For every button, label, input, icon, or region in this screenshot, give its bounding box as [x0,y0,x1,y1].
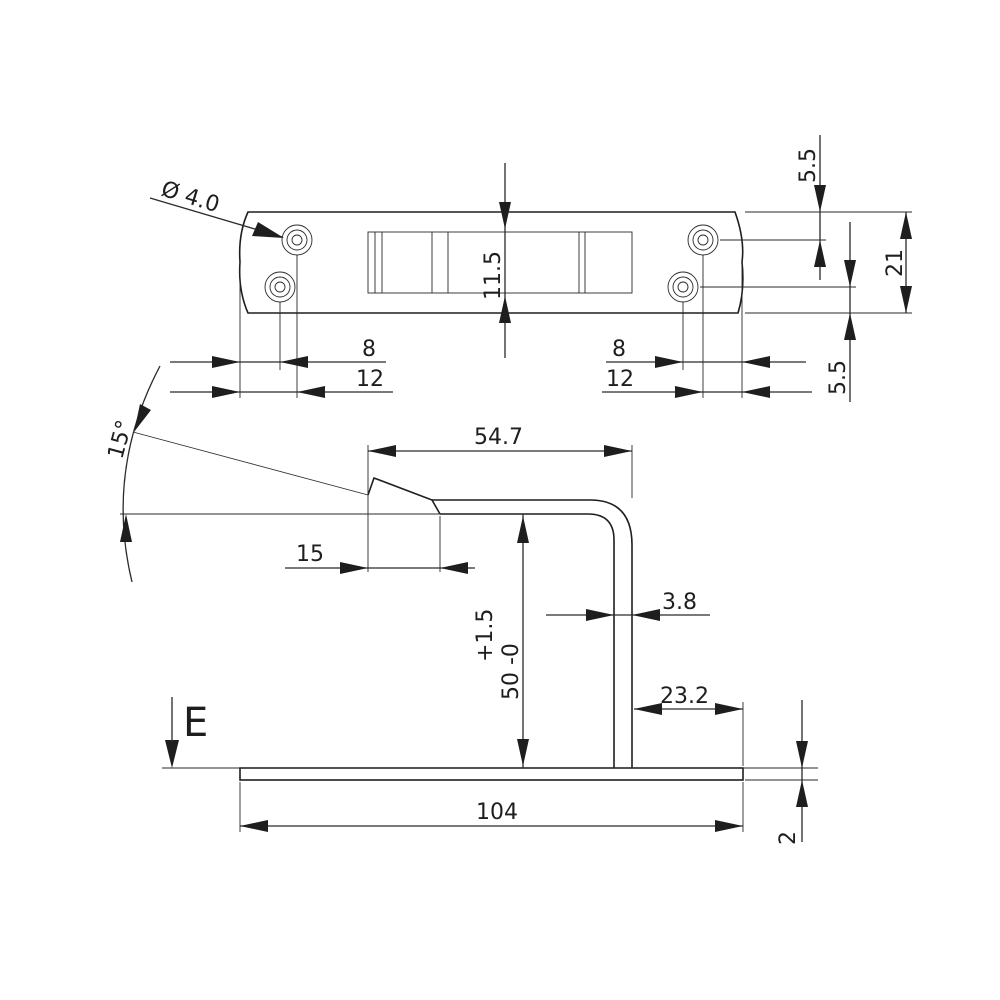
plate-outline [238,211,744,314]
hook-length-label: 54.7 [474,425,523,450]
base-plate [239,767,744,781]
top-view [149,135,912,402]
section-label: E [183,700,208,746]
plate-width-label: 21 [883,249,908,277]
hole-top-left [281,224,313,256]
height-tolerance-upper-label: +1.5 [473,609,498,662]
hole-top-right [687,224,719,256]
side-view [120,365,818,842]
leg-offset-label: 23.2 [660,684,709,709]
left-hole-x1-label: 8 [362,337,376,362]
right-hole-x1-label: 8 [612,337,626,362]
hole-offset-bottom-label: 5.5 [826,360,851,395]
base-thickness-label: 2 [776,831,801,845]
left-hole-x2-label: 12 [356,367,384,392]
slot-height-label: 11.5 [481,251,506,300]
bracket-tip [367,476,441,515]
right-hole-x2-label: 12 [606,367,634,392]
material-thickness-label: 3.8 [662,590,697,615]
hole-offset-top-label: 5.5 [796,148,821,183]
tip-length-label: 15 [296,542,324,567]
hole-bottom-left [264,271,296,303]
hole-bottom-right [667,271,699,303]
slot-outline [367,231,633,294]
hole-diameter-label: Ø 4.0 [158,177,222,218]
bend-angle-label: 15° [104,417,138,461]
height-tolerance-lower-label: 50 -0 [499,643,524,700]
base-length-label: 104 [476,800,518,825]
